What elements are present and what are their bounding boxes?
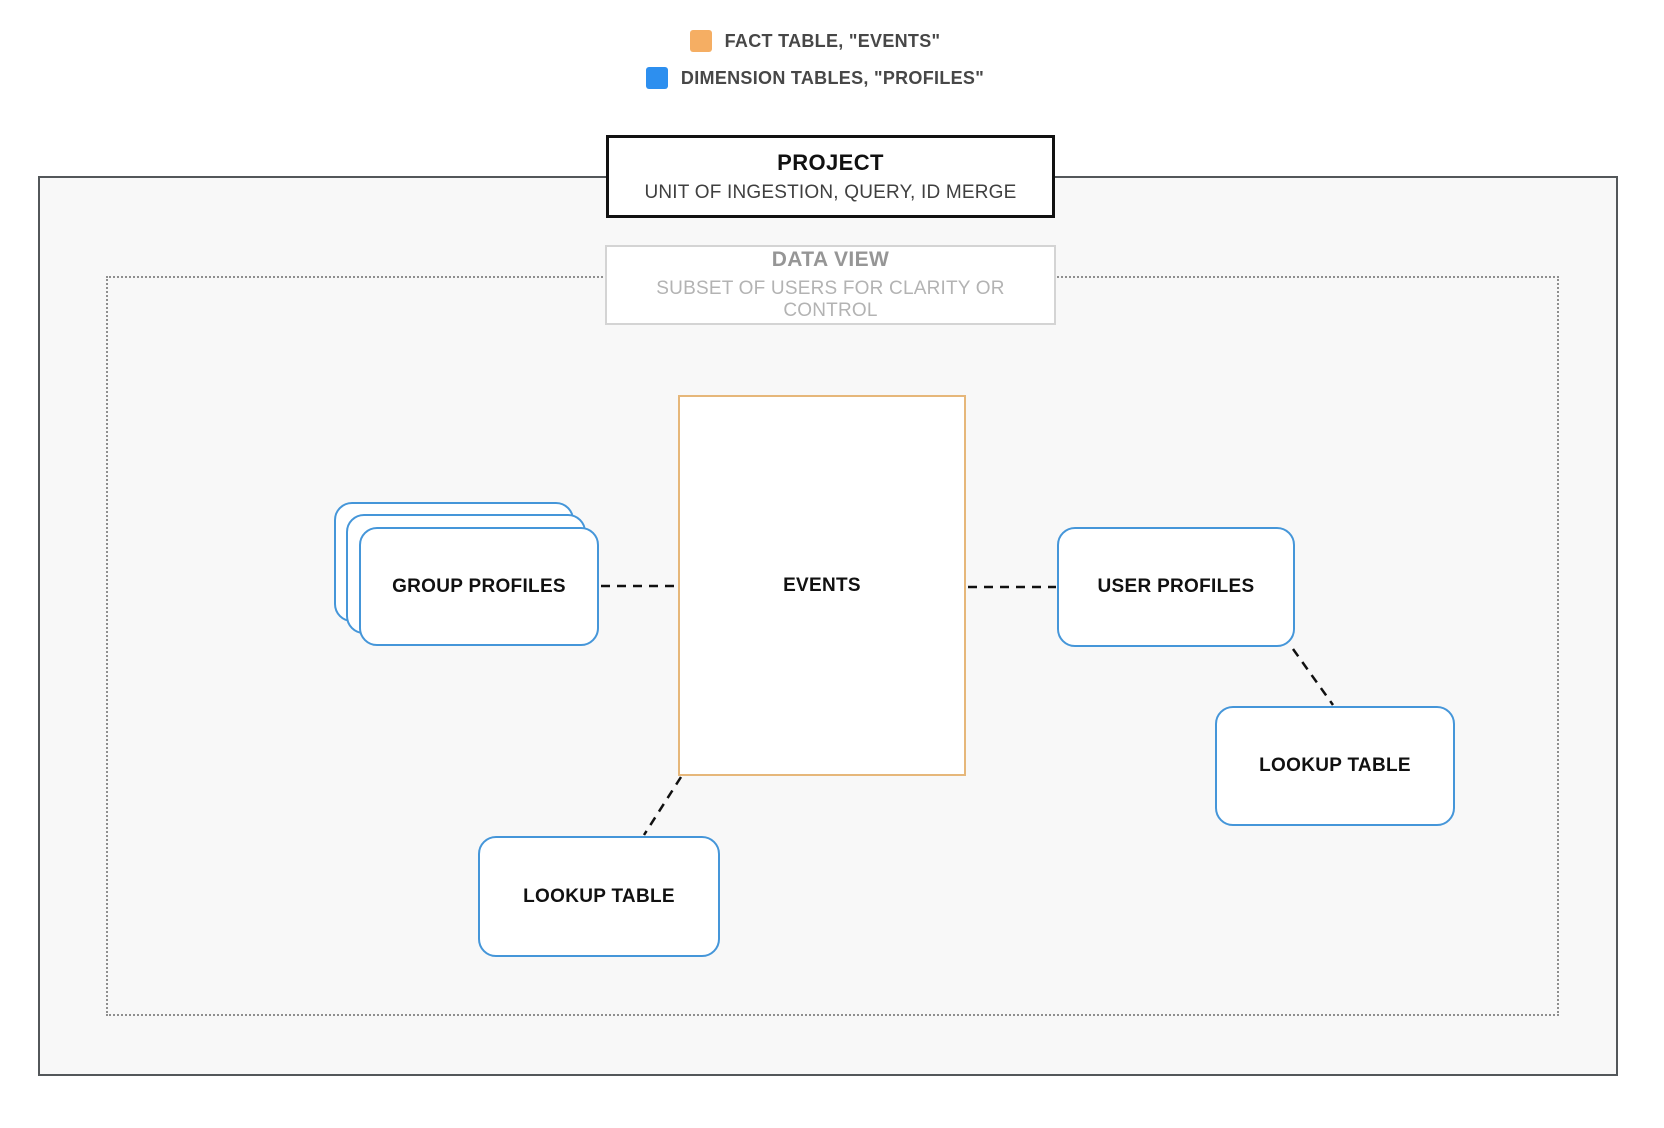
node-group-profiles: GROUP PROFILES	[359, 527, 599, 646]
node-events: EVENTS	[678, 395, 966, 776]
data-view-title-box: DATA VIEW SUBSET OF USERS FOR CLARITY OR…	[605, 245, 1056, 325]
data-view-subtitle: SUBSET OF USERS FOR CLARITY OR CONTROL	[656, 278, 1005, 321]
project-title: PROJECT	[777, 149, 884, 175]
node-user-profiles: USER PROFILES	[1057, 527, 1295, 647]
legend-label-dimension-tables: DIMENSION TABLES, "PROFILES"	[680, 67, 985, 88]
node-user-profiles-label: USER PROFILES	[1097, 576, 1255, 597]
legend-item-fact-table: FACT TABLE, "EVENTS"	[689, 30, 941, 52]
node-lookup-table-right-label: LOOKUP TABLE	[1259, 755, 1411, 776]
node-lookup-table-bottom: LOOKUP TABLE	[478, 836, 720, 957]
node-lookup-table-bottom-label: LOOKUP TABLE	[523, 885, 675, 907]
legend-item-dimension-tables: DIMENSION TABLES, "PROFILES"	[645, 67, 985, 89]
project-title-box: PROJECT UNIT OF INGESTION, QUERY, ID MER…	[606, 135, 1055, 218]
legend: FACT TABLE, "EVENTS" DIMENSION TABLES, "…	[500, 30, 1130, 89]
node-events-label: EVENTS	[783, 574, 861, 596]
legend-label-fact-table: FACT TABLE, "EVENTS"	[724, 30, 941, 51]
project-subtitle: UNIT OF INGESTION, QUERY, ID MERGE	[644, 181, 1017, 203]
dimension-tables-swatch-icon	[645, 67, 668, 89]
node-group-profiles-label: GROUP PROFILES	[392, 575, 566, 597]
node-lookup-table-right: LOOKUP TABLE	[1215, 706, 1455, 826]
data-view-title: DATA VIEW	[771, 248, 890, 271]
fact-table-swatch-icon	[689, 30, 712, 52]
